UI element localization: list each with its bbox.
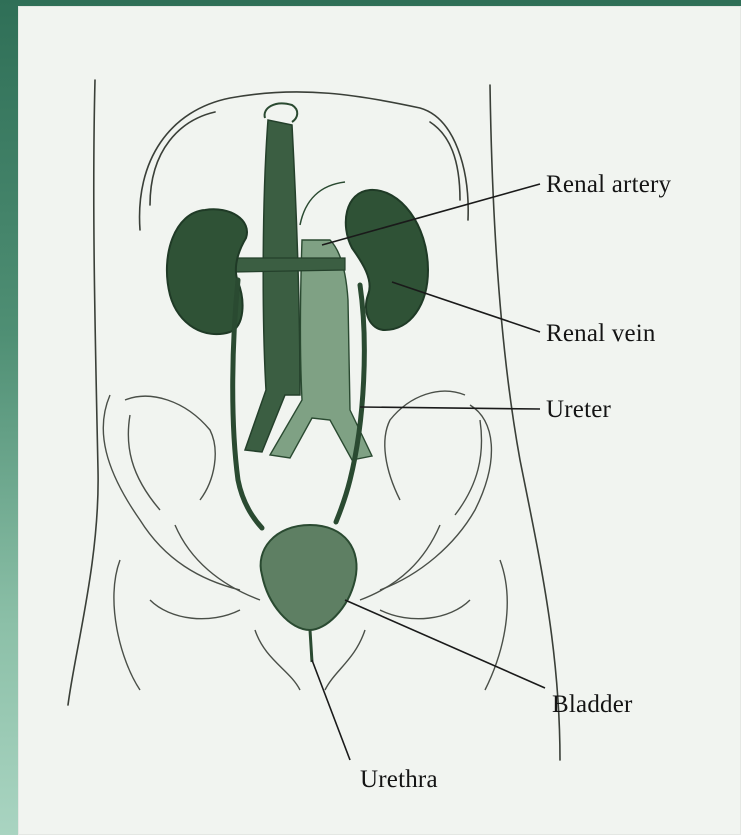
- bladder: [261, 525, 357, 630]
- bladder-leader: [345, 600, 545, 688]
- urethra-leader: [312, 660, 350, 760]
- label-bladder: Bladder: [552, 692, 633, 717]
- ureter-leader: [360, 407, 540, 409]
- label-ureter: Ureter: [546, 397, 611, 422]
- great-vessels: [235, 103, 372, 460]
- label-renal-artery: Renal artery: [546, 172, 671, 197]
- label-urethra: Urethra: [360, 767, 438, 792]
- label-renal-vein: Renal vein: [546, 321, 656, 346]
- right-kidney: [346, 190, 428, 330]
- torso-outline: [68, 80, 560, 760]
- urethra: [310, 630, 312, 662]
